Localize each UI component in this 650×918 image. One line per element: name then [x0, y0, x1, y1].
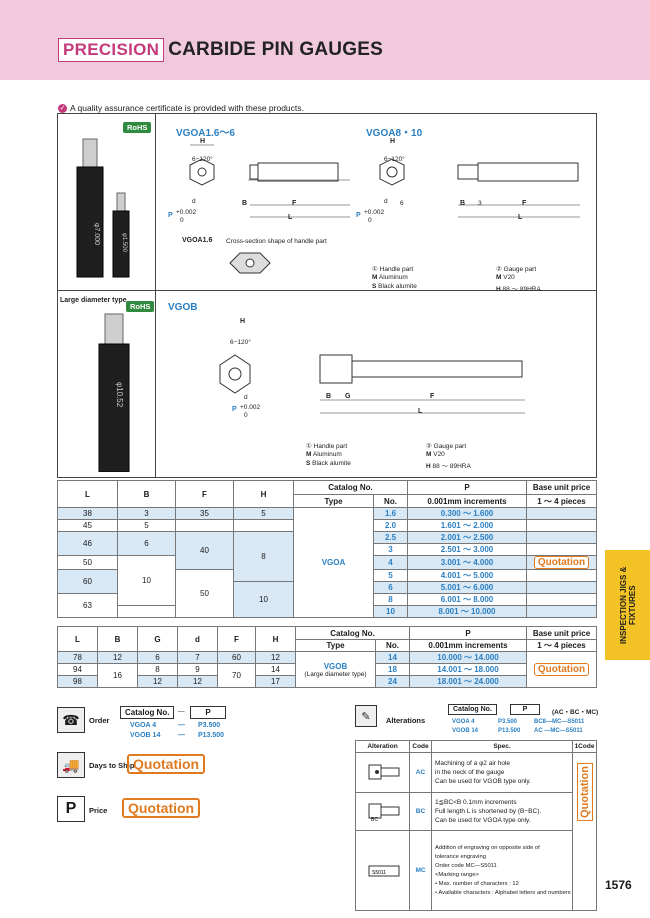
vgoa-large-label: VGOA8・10 — [366, 128, 423, 139]
price-quotation: Quotation — [122, 798, 201, 818]
cross-section-desc: Cross-section shape of handle part — [226, 238, 327, 245]
mc-drawing: S5011 — [368, 865, 399, 876]
days-to-ship-quotation: Quotation — [127, 754, 206, 774]
vgoa-large-drawing — [379, 158, 580, 218]
certificate-icon: ✓ — [58, 103, 67, 113]
alteration-icon: ✎ — [355, 705, 377, 727]
rohs-badge-2: RoHS — [126, 301, 155, 312]
svg-text:S5011: S5011 — [372, 870, 386, 876]
side-category-tab[interactable]: INSPECTION JIGS & FIXTURES — [605, 550, 650, 660]
ac-drawing — [368, 764, 399, 779]
svg-text:φ10.52: φ10.52 — [115, 382, 124, 408]
vgoa-spec-table: L B F H Catalog No. P Base unit price Ty… — [57, 480, 597, 618]
title-text: CARBIDE PIN GAUGES — [168, 39, 383, 60]
pin-gauge-photo: φ7.000 φ1.500 — [76, 138, 130, 278]
rohs-badge: RoHS — [123, 122, 152, 133]
price-icon: P — [57, 796, 85, 822]
product-diagram-box — [57, 113, 597, 478]
large-diameter-label: Large diameter type — [60, 297, 127, 304]
quality-note: ✓ A quality assurance certificate is pro… — [58, 103, 304, 113]
svg-text:BC: BC — [371, 817, 378, 823]
order-phone-icon: ☎ — [57, 707, 85, 733]
svg-text:φ1.500: φ1.500 — [121, 233, 127, 253]
vgob-label: VGOB — [168, 302, 198, 313]
bc-drawing: BC — [368, 803, 399, 823]
vgoa-small-label: VGOA1.6～6 — [176, 128, 235, 139]
page-title: PRECISION CARBIDE PIN GAUGES — [58, 38, 383, 62]
page-number: 1576 — [605, 878, 632, 892]
svg-text:φ7.000: φ7.000 — [93, 223, 100, 245]
vgob-spec-table: L B G d F H Catalog No. P Base unit pric… — [57, 626, 597, 688]
vgob-drawing — [219, 354, 525, 414]
large-pin-photo: φ10.52 — [98, 313, 130, 472]
truck-icon: 🚚 — [57, 752, 85, 778]
precision-badge: PRECISION — [58, 38, 165, 62]
vgoa-small-drawing — [189, 144, 350, 218]
cross-section-drawing — [229, 252, 271, 274]
cross-section-title: VGOA1.6 — [182, 237, 213, 244]
alterations-table: Alteration Code Spec. 1Code AC Machining… — [355, 740, 597, 911]
